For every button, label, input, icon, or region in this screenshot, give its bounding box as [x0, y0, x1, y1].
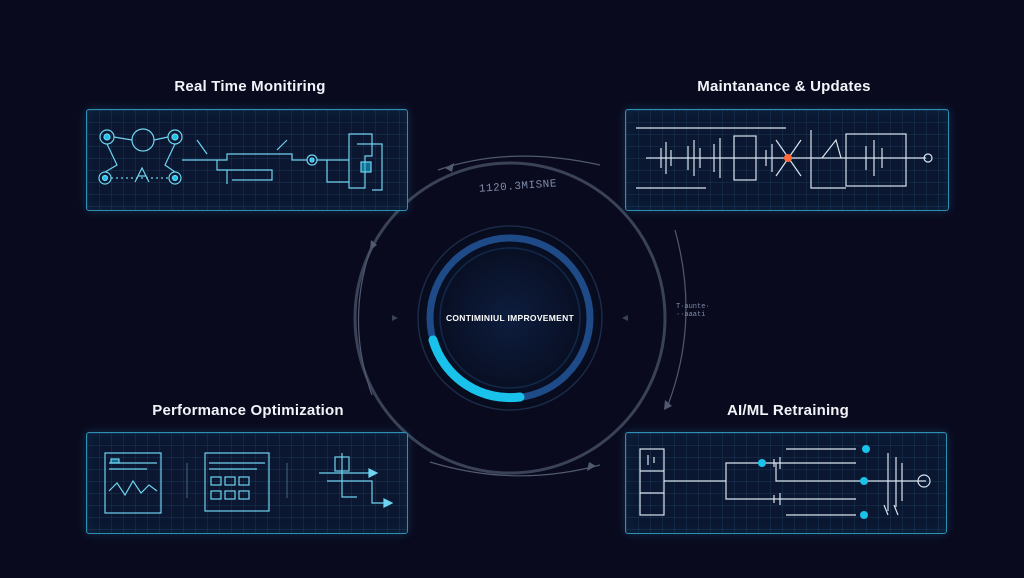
right-tick-icon — [622, 315, 628, 321]
panel-ai-ml-retraining — [625, 432, 947, 534]
panel-real-time-monitoring — [86, 109, 408, 211]
panel-performance-optimization — [86, 432, 408, 534]
title-real-time-monitoring: Real Time Monitiring — [174, 78, 326, 95]
maintenance-schematic — [636, 127, 933, 189]
arrow-left-icon — [370, 240, 377, 250]
orbit-arc-top — [437, 155, 601, 171]
orbit-arc-bottom — [429, 461, 601, 477]
outer-ring — [353, 161, 667, 475]
arrow-top-icon — [445, 163, 454, 172]
alert-dot-icon — [784, 154, 792, 162]
monitoring-schematic — [98, 128, 383, 191]
title-ai-ml-retraining: AI/ML Retraining — [726, 402, 850, 419]
center-label: CONTIMINIUL IMPROVEMENT — [445, 313, 575, 323]
arrow-right-icon — [664, 400, 672, 410]
arrow-bottom-icon — [587, 462, 596, 471]
side-label: T·aunte· ··aaati — [676, 303, 710, 319]
left-tick-icon — [392, 315, 398, 321]
inner-thin-ring — [439, 247, 581, 389]
title-performance-optimization: Performance Optimization — [152, 402, 344, 419]
retraining-schematic — [639, 445, 931, 519]
progress-ring-arc — [428, 335, 525, 403]
performance-schematic — [104, 452, 394, 514]
inner-disc — [417, 225, 603, 411]
orbit-arc-right — [667, 229, 687, 406]
node-dot-1-icon — [758, 459, 766, 467]
orbit-arc-left — [357, 244, 373, 396]
node-dot-4-icon — [860, 511, 868, 519]
node-dot-2-icon — [862, 445, 870, 453]
title-maintenance-updates: Maintanance & Updates — [697, 78, 871, 95]
panel-maintenance-updates — [625, 109, 949, 211]
node-dot-3-icon — [860, 477, 868, 485]
